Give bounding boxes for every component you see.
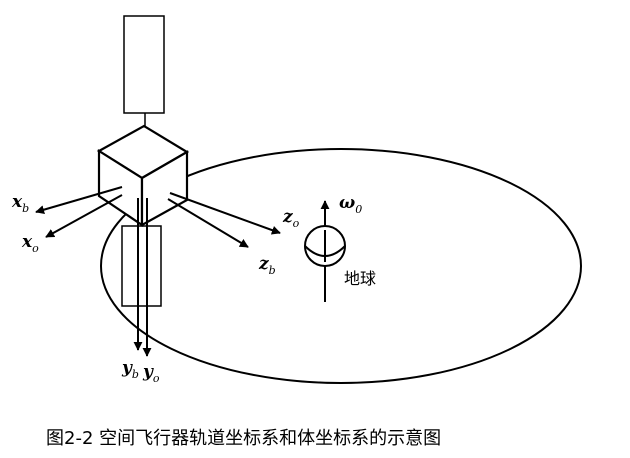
label-zb: zb — [258, 254, 276, 277]
upper-solar-panel — [123, 15, 165, 114]
label-yo: yo — [142, 362, 160, 385]
lower-solar-panel — [121, 225, 162, 307]
zo-axis-arrow — [169, 192, 281, 235]
spacecraft-body — [96, 124, 190, 228]
earth — [304, 200, 346, 302]
label-xb: xb — [11, 192, 29, 215]
earth-equator — [304, 245, 346, 257]
figure-caption: 图2-2 空间飞行器轨道坐标系和体坐标系的示意图 — [46, 428, 441, 449]
earth-label: 地球 — [344, 269, 376, 288]
label-xo: xo — [21, 232, 39, 255]
label-omega: ω0 — [339, 193, 362, 216]
orbit-ellipse — [100, 148, 582, 384]
xb-axis-arrow — [35, 186, 123, 215]
label-zo: zo — [282, 207, 300, 230]
zb-axis-arrow — [167, 198, 249, 248]
label-yb: yb — [121, 358, 139, 381]
xo-axis-arrow — [45, 194, 123, 238]
